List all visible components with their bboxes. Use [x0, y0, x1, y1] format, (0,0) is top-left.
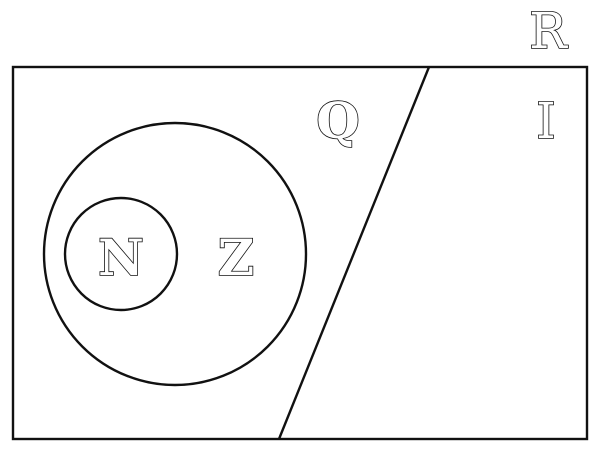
rational-irrational-divider [277, 66, 431, 440]
label-naturals: N [98, 228, 144, 287]
label-rational: Q [316, 91, 360, 150]
integers-circle [42, 121, 308, 387]
label-irrational: I [536, 92, 556, 150]
naturals-circle [63, 196, 179, 312]
real-numbers-rectangle [11, 65, 589, 441]
label-real: R [529, 2, 568, 60]
label-integers: Z [218, 228, 255, 287]
